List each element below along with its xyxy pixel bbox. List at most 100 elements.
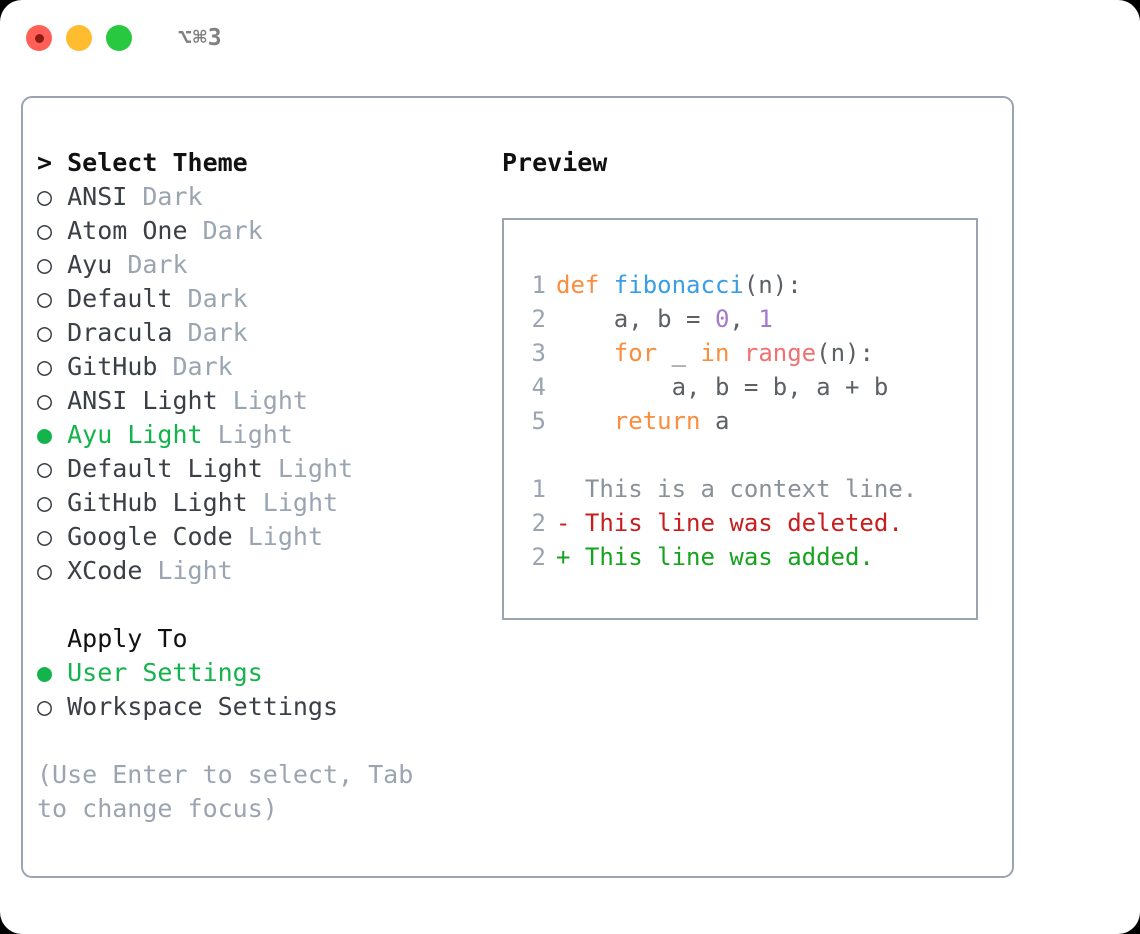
option-label: Ayu [67, 250, 113, 279]
diff-text: - This line was deleted. [556, 509, 903, 537]
line-number: 2 [531, 543, 546, 571]
preview-heading: Preview [502, 148, 608, 177]
option-label: Default Light [67, 454, 263, 483]
theme-option-4[interactable]: ○ Dracula Dark [37, 316, 477, 350]
option-label: Google Code [67, 522, 233, 551]
code-line: 3 for _ in range(n): [504, 336, 976, 370]
theme-option-5[interactable]: ○ GitHub Dark [37, 350, 477, 384]
option-kind-badge: Light [142, 556, 233, 585]
option-kind-badge: Light [217, 386, 308, 415]
radio-unselected-icon: ○ [37, 284, 68, 313]
theme-option-9[interactable]: ○ GitHub Light Light [37, 486, 477, 520]
traffic-lights [26, 25, 132, 51]
option-label: GitHub Light [67, 488, 248, 517]
close-window-button[interactable] [26, 25, 52, 51]
theme-picker-column: > Select Theme ○ ANSI Dark○ Atom One Dar… [37, 146, 477, 826]
code-token: a, b = [556, 305, 715, 333]
theme-picker-heading: > Select Theme [37, 148, 248, 177]
radio-unselected-icon: ○ [37, 556, 68, 585]
radio-unselected-icon: ○ [37, 386, 68, 415]
help-text: (Use Enter to select, Tab to change focu… [37, 760, 429, 823]
theme-option-2[interactable]: ○ Ayu Dark [37, 248, 477, 282]
code-line: 5 return a [504, 404, 976, 438]
radio-unselected-icon: ○ [37, 352, 68, 381]
option-kind-badge: Light [247, 488, 339, 517]
option-label: Atom One [67, 216, 188, 245]
theme-option-10[interactable]: ○ Google Code Light [37, 520, 477, 554]
diff-line: 1 This is a context line. [504, 472, 976, 506]
option-kind-badge: Dark [112, 250, 188, 279]
theme-option-list: ○ ANSI Dark○ Atom One Dark○ Ayu Dark○ De… [37, 180, 477, 588]
spacer [37, 588, 477, 622]
option-kind-badge: Dark [172, 284, 248, 313]
option-label: ANSI [67, 182, 128, 211]
code-token [556, 407, 614, 435]
code-token: fibonacci [613, 271, 744, 299]
diff-line: 2 - This line was deleted. [504, 506, 976, 540]
theme-option-11[interactable]: ○ XCode Light [37, 554, 477, 588]
radio-selected-icon: ● [37, 420, 68, 449]
close-icon [34, 33, 44, 43]
option-label: Dracula [67, 318, 173, 347]
code-token: a, b = b, a + b [556, 373, 889, 401]
code-line: 4 a, b = b, a + b [504, 370, 976, 404]
code-token: return [613, 407, 701, 435]
radio-unselected-icon: ○ [37, 692, 68, 721]
line-number: 1 [531, 475, 546, 503]
code-token: in [700, 339, 730, 367]
maximize-window-button[interactable] [106, 25, 132, 51]
theme-option-7[interactable]: ● Ayu Light Light [37, 418, 477, 452]
apply-to-option-0[interactable]: ● User Settings [37, 656, 477, 690]
code-token: 1 [758, 305, 773, 333]
minimize-window-button[interactable] [66, 25, 92, 51]
radio-unselected-icon: ○ [37, 318, 68, 347]
option-label: XCode [67, 556, 143, 585]
code-token: (n): [743, 271, 802, 299]
option-label: User Settings [67, 658, 263, 687]
option-kind-badge: Light [232, 522, 323, 551]
option-label: ANSI Light [67, 386, 218, 415]
line-number: 2 [531, 509, 546, 537]
code-token: , [729, 305, 759, 333]
code-token: 0 [714, 305, 730, 333]
apply-to-option-1[interactable]: ○ Workspace Settings [37, 690, 477, 724]
code-token: def [556, 271, 614, 299]
line-number: 1 [531, 271, 546, 299]
option-label: GitHub [67, 352, 158, 381]
theme-option-3[interactable]: ○ Default Dark [37, 282, 477, 316]
radio-unselected-icon: ○ [37, 454, 68, 483]
option-label: Workspace Settings [67, 692, 339, 721]
radio-unselected-icon: ○ [37, 250, 68, 279]
title-bar: ⌥⌘3 [0, 0, 1140, 76]
radio-unselected-icon: ○ [37, 488, 68, 517]
option-kind-badge: Light [262, 454, 354, 483]
theme-option-6[interactable]: ○ ANSI Light Light [37, 384, 477, 418]
line-number: 2 [531, 305, 546, 333]
option-kind-badge: Light [202, 420, 293, 449]
code-token [556, 339, 614, 367]
code-token: a [700, 407, 730, 435]
option-label: Ayu Light [67, 420, 203, 449]
radio-unselected-icon: ○ [37, 182, 68, 211]
option-kind-badge: Dark [172, 318, 248, 347]
theme-option-1[interactable]: ○ Atom One Dark [37, 214, 477, 248]
line-number: 5 [531, 407, 546, 435]
code-line: 2 a, b = 0, 1 [504, 302, 976, 336]
code-token: _ [657, 339, 701, 367]
diff-text: This is a context line. [556, 475, 918, 503]
diff-sample: 1 This is a context line. 2 - This line wa… [504, 472, 976, 574]
theme-option-8[interactable]: ○ Default Light Light [37, 452, 477, 486]
apply-to-heading: Apply To [37, 624, 188, 653]
theme-option-0[interactable]: ○ ANSI Dark [37, 180, 477, 214]
spacer [504, 438, 976, 472]
diff-text: + This line was added. [556, 543, 874, 571]
radio-unselected-icon: ○ [37, 522, 68, 551]
line-number: 4 [531, 373, 546, 401]
code-token: for [613, 339, 658, 367]
option-kind-badge: Dark [127, 182, 203, 211]
radio-selected-icon: ● [37, 658, 68, 687]
